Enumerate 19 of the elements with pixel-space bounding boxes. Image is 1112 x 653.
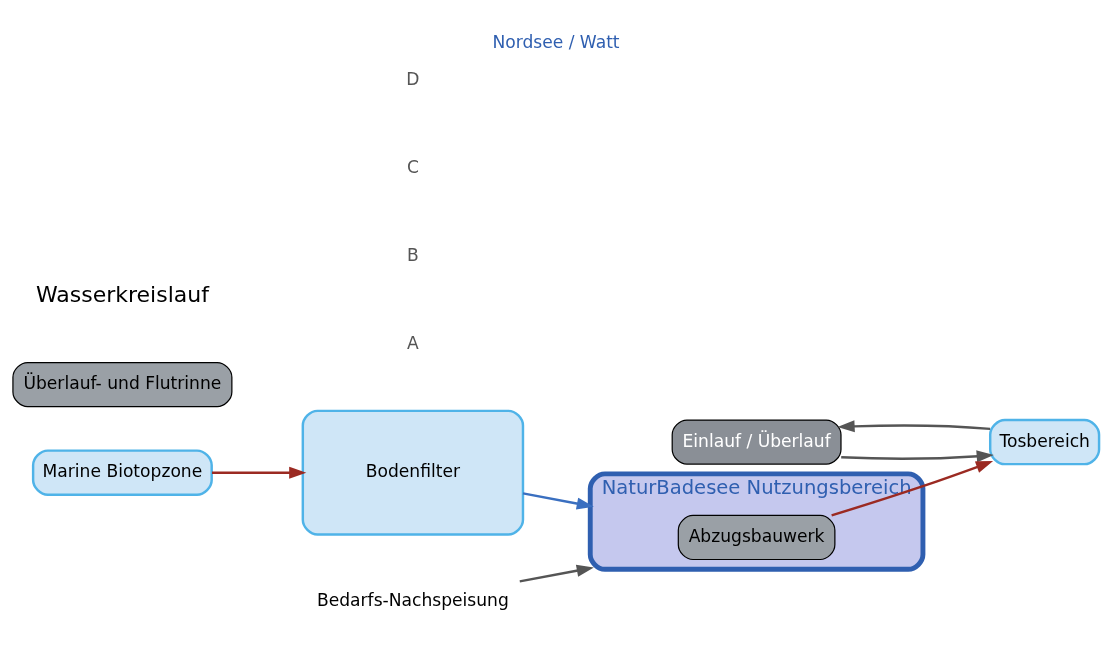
label: A bbox=[407, 332, 419, 353]
node-box: Tosbereich bbox=[989, 418, 1101, 466]
label: B bbox=[407, 244, 419, 265]
node-box: Abzugsbauwerk bbox=[677, 514, 836, 561]
diagram-title: Nordsee / Watt bbox=[492, 32, 620, 53]
node-box: Einlauf / Überlauf bbox=[671, 419, 842, 465]
node-box: Bodenfilter bbox=[301, 409, 525, 536]
arrow bbox=[212, 466, 307, 479]
arrow bbox=[522, 492, 594, 510]
node-box: Überlauf- und Flutrinne bbox=[12, 361, 233, 408]
node-text: Bedarfs-Nachspeisung bbox=[316, 589, 509, 610]
label: D bbox=[406, 68, 420, 89]
arrow bbox=[831, 461, 994, 517]
arrow bbox=[837, 420, 991, 433]
arrow bbox=[841, 450, 994, 463]
arrow bbox=[519, 564, 594, 583]
node-box: Marine Biotopzone bbox=[31, 449, 213, 496]
caption: Wasserkreislauf bbox=[35, 281, 209, 307]
label: C bbox=[406, 156, 419, 177]
